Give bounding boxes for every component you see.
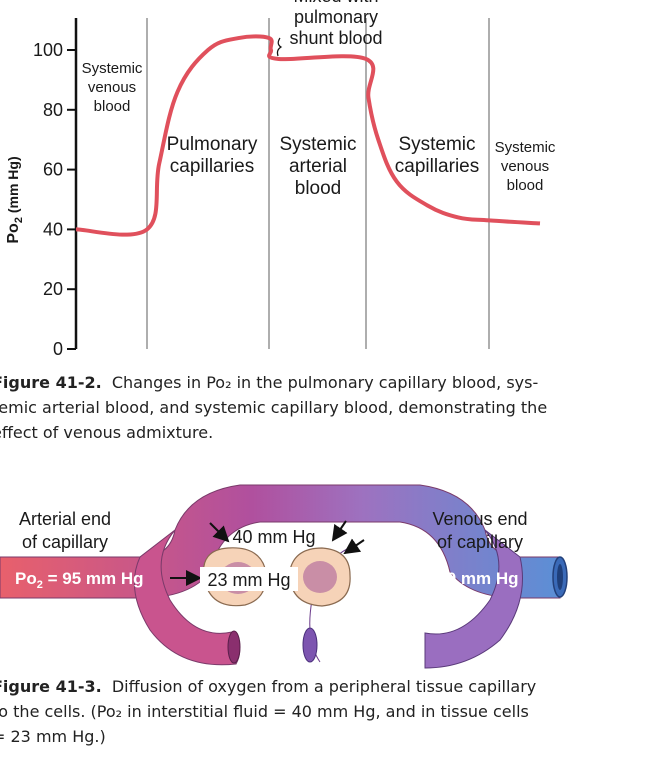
caption-1-label: Figure 41-2. [0, 373, 102, 392]
y-tick-label: 40 [43, 219, 63, 239]
interstitial-po2-label: 40 mm Hg [232, 527, 315, 547]
annotation-line: pulmonary [294, 7, 378, 27]
region-label: blood [507, 177, 544, 194]
y-tick-label: 20 [43, 279, 63, 299]
region-label: Systemic [398, 134, 475, 155]
y-tick-label: 100 [33, 40, 63, 60]
caption-2-line-1: Diffusion of oxygen from a peripheral ti… [111, 677, 537, 696]
region-label: arterial [289, 156, 347, 177]
region-label: Systemic [82, 60, 143, 77]
y-tick-label: 60 [43, 160, 63, 180]
figure-41-2-caption: Figure 41-2. Changes in Po₂ in the pulmo… [0, 370, 592, 445]
caption-2-line-2: to the cells. (Po₂ in interstitial fluid… [0, 702, 529, 721]
region-label: venous [88, 79, 136, 96]
arterial-end-label-1: Arterial end [19, 509, 111, 529]
po2-arterial-label: Po2 = 95 mm Hg [15, 569, 143, 591]
y-tick-label: 80 [43, 100, 63, 120]
caption-2-line-3: = 23 mm Hg.) [0, 727, 106, 746]
caption-1-line-1: Changes in Po₂ in the pulmonary capillar… [111, 373, 539, 392]
capillary-lumen-left [227, 630, 241, 664]
po2-series-line [75, 34, 541, 237]
chart-dividers [146, 18, 490, 349]
region-label: capillaries [170, 156, 254, 177]
arterial-end-label-2: of capillary [22, 532, 108, 552]
cell-po2-label: 23 mm Hg [207, 570, 290, 590]
region-label: Systemic [495, 139, 556, 156]
region-label: venous [501, 158, 549, 175]
tissue-cell-right [289, 547, 351, 607]
po2-venous-label: Po2 = 40 mm Hg [390, 569, 518, 591]
caption-1-line-2: temic arterial blood, and systemic capil… [0, 398, 548, 417]
region-label: capillaries [395, 156, 479, 177]
chart-region-labels: SystemicvenousbloodPulmonarycapillariesS… [82, 60, 556, 199]
venous-end-label-1: Venous end [432, 509, 527, 529]
y-tick-label: 0 [53, 339, 63, 359]
caption-2-label: Figure 41-3. [0, 677, 102, 696]
capillary-lumen-right [302, 627, 318, 663]
caption-1-line-3: effect of venous admixture. [0, 423, 214, 442]
region-label: blood [94, 98, 131, 115]
annotation-line: Mixed with [293, 0, 378, 6]
capillary-branch-left [133, 529, 237, 666]
chart-annotation: Mixed withpulmonaryshunt blood [276, 0, 383, 57]
venous-end-label-2: of capillary [437, 532, 523, 552]
cell-label-bg [200, 567, 298, 591]
diffusion-arrows [170, 520, 365, 586]
capillary-branch-right [424, 529, 523, 669]
region-label: Pulmonary [167, 134, 258, 155]
annotation-line: shunt blood [289, 28, 382, 48]
region-label: blood [295, 178, 342, 199]
annotation-bracket [276, 37, 283, 57]
chart-series [75, 34, 541, 237]
figure-41-3-caption: Figure 41-3. Diffusion of oxygen from a … [0, 674, 592, 749]
y-axis-label: Po2 (mm Hg) [5, 156, 25, 243]
region-label: Systemic [279, 134, 356, 155]
